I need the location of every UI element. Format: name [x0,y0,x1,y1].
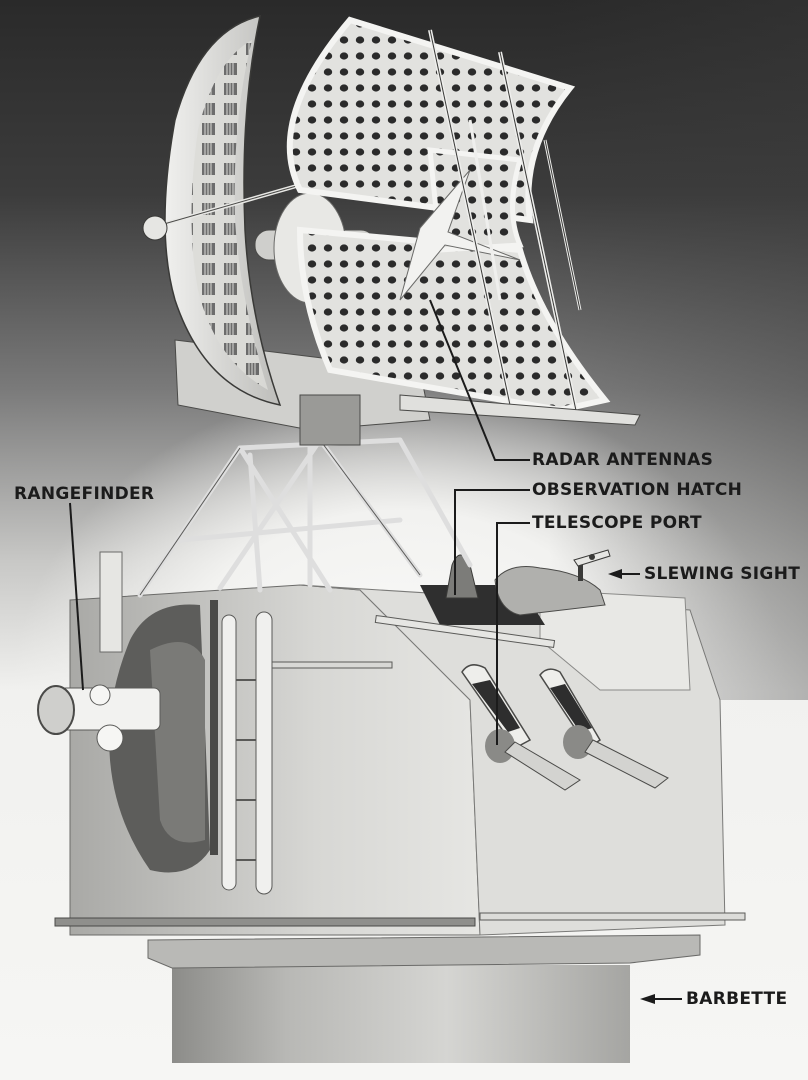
dish-antenna [142,15,301,406]
lattice-tower [137,437,473,598]
label-radar-antennas: RADAR ANTENNAS [532,450,714,470]
leader-lines [69,299,530,745]
perforated-antenna [286,16,641,426]
slewing-sight [573,549,611,581]
label-slewing-sight: SLEWING SIGHT [644,564,801,584]
arrow-barbette [640,994,682,1004]
telescope-ports [461,664,669,791]
ladder [221,611,393,895]
barbette [147,934,701,1063]
arrow-slewing-sight [608,569,640,579]
label-rangefinder: RANGEFINDER [14,484,155,504]
label-telescope-port: TELESCOPE PORT [532,513,702,533]
label-barbette: BARBETTE [686,989,788,1009]
label-observation-hatch: OBSERVATION HATCH [532,480,743,500]
rangefinder-assembly [37,551,218,873]
